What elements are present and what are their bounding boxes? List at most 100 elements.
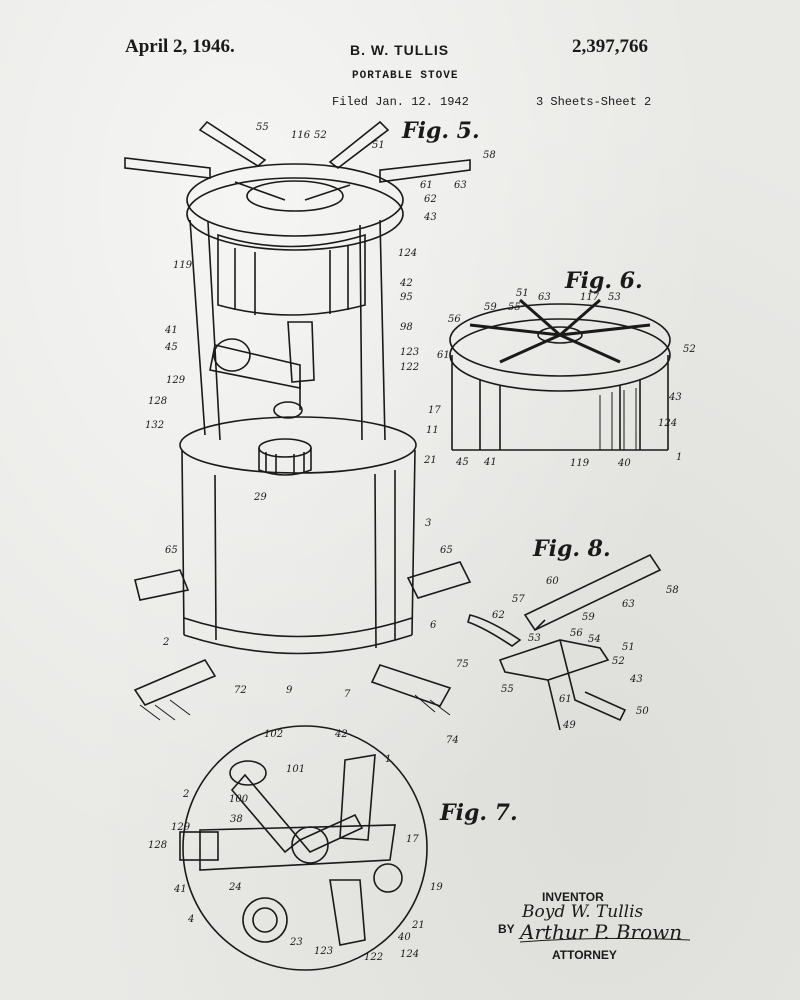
svg-text:75: 75 <box>456 659 469 670</box>
figure-7-label: Fig. 7. <box>440 800 518 826</box>
fig8-drawing <box>467 553 662 731</box>
figure-8-label: Fig. 8. <box>533 536 611 562</box>
svg-text:17: 17 <box>406 834 419 845</box>
svg-text:50: 50 <box>636 706 649 717</box>
svg-text:129: 129 <box>166 375 186 386</box>
svg-text:61: 61 <box>559 694 572 705</box>
svg-text:23: 23 <box>289 937 303 948</box>
svg-text:1: 1 <box>385 754 391 765</box>
svg-text:102: 102 <box>264 729 283 740</box>
svg-text:24: 24 <box>228 882 242 893</box>
svg-text:123: 123 <box>400 347 419 358</box>
svg-text:122: 122 <box>364 952 383 963</box>
svg-text:61: 61 <box>437 350 450 361</box>
attorney-name: Arthur P. Brown <box>520 920 683 944</box>
svg-text:62: 62 <box>492 610 505 621</box>
svg-text:1: 1 <box>676 452 682 463</box>
svg-text:116: 116 <box>291 130 311 141</box>
svg-text:9: 9 <box>286 685 293 696</box>
svg-text:41: 41 <box>483 457 497 468</box>
svg-text:21: 21 <box>411 920 425 931</box>
svg-text:95: 95 <box>400 292 413 303</box>
svg-text:56: 56 <box>448 314 461 325</box>
svg-text:2: 2 <box>182 789 189 800</box>
svg-text:54: 54 <box>588 634 601 645</box>
svg-text:119: 119 <box>173 260 193 271</box>
svg-text:58: 58 <box>483 150 496 161</box>
fig6-drawing <box>449 298 671 451</box>
svg-text:132: 132 <box>145 420 164 431</box>
svg-text:51: 51 <box>622 642 635 653</box>
svg-text:41: 41 <box>173 884 187 895</box>
svg-text:65: 65 <box>165 545 178 556</box>
svg-text:29: 29 <box>253 492 267 503</box>
svg-text:11: 11 <box>426 425 439 436</box>
svg-text:45: 45 <box>455 457 469 468</box>
svg-text:101: 101 <box>286 764 305 775</box>
inventor-header: B. W. TULLIS <box>350 42 450 58</box>
svg-text:74: 74 <box>446 735 459 746</box>
svg-text:43: 43 <box>668 392 682 403</box>
svg-text:17: 17 <box>428 405 441 416</box>
svg-text:119: 119 <box>570 458 590 469</box>
svg-text:2: 2 <box>162 637 169 648</box>
svg-text:65: 65 <box>440 545 453 556</box>
svg-text:62: 62 <box>424 194 437 205</box>
svg-text:43: 43 <box>629 674 643 685</box>
svg-text:55: 55 <box>501 684 514 695</box>
svg-text:98: 98 <box>400 322 413 333</box>
svg-text:52: 52 <box>683 344 696 355</box>
svg-text:59: 59 <box>484 302 497 313</box>
svg-text:63: 63 <box>622 599 635 610</box>
svg-text:43: 43 <box>423 212 437 223</box>
patent-title: PORTABLE STOVE <box>352 70 459 82</box>
svg-text:38: 38 <box>230 814 243 825</box>
svg-text:60: 60 <box>546 576 559 587</box>
svg-text:6: 6 <box>430 620 437 631</box>
svg-text:53: 53 <box>608 292 621 303</box>
svg-text:63: 63 <box>538 292 551 303</box>
svg-text:124: 124 <box>398 248 417 259</box>
svg-text:51: 51 <box>372 140 385 151</box>
svg-text:124: 124 <box>400 949 419 960</box>
svg-text:123: 123 <box>314 946 333 957</box>
svg-text:100: 100 <box>229 794 249 805</box>
svg-text:40: 40 <box>397 932 411 943</box>
svg-text:55: 55 <box>508 302 521 313</box>
svg-text:56: 56 <box>570 628 583 639</box>
svg-text:40: 40 <box>617 458 631 469</box>
fig5-drawing <box>124 120 472 721</box>
svg-text:55: 55 <box>256 122 269 133</box>
signature-underline <box>519 937 691 943</box>
fig7-drawing <box>179 725 428 971</box>
svg-text:3: 3 <box>425 518 431 529</box>
svg-text:52: 52 <box>314 130 327 141</box>
svg-text:51: 51 <box>516 288 529 299</box>
svg-text:128: 128 <box>148 840 167 851</box>
svg-text:128: 128 <box>148 396 167 407</box>
attorney-label: ATTORNEY <box>552 948 617 962</box>
by-label: BY <box>498 922 515 936</box>
svg-text:21: 21 <box>423 455 437 466</box>
patent-number: 2,397,766 <box>572 36 648 57</box>
svg-text:4: 4 <box>187 914 194 925</box>
svg-text:124: 124 <box>658 418 677 429</box>
inventor-label: INVENTOR <box>542 890 604 904</box>
svg-text:45: 45 <box>164 342 178 353</box>
filed-date: Filed Jan. 12. 1942 <box>332 95 469 109</box>
svg-text:52: 52 <box>612 656 625 667</box>
svg-text:19: 19 <box>430 882 443 893</box>
svg-text:129: 129 <box>171 822 191 833</box>
svg-text:61: 61 <box>420 180 433 191</box>
svg-text:59: 59 <box>582 612 595 623</box>
svg-text:41: 41 <box>164 325 178 336</box>
svg-text:57: 57 <box>512 594 525 605</box>
sheet-count: 3 Sheets-Sheet 2 <box>536 95 652 109</box>
svg-text:42: 42 <box>399 278 413 289</box>
figure-6-label: Fig. 6. <box>565 268 643 294</box>
figure-5-label: Fig. 5. <box>402 118 480 144</box>
svg-text:58: 58 <box>666 585 679 596</box>
